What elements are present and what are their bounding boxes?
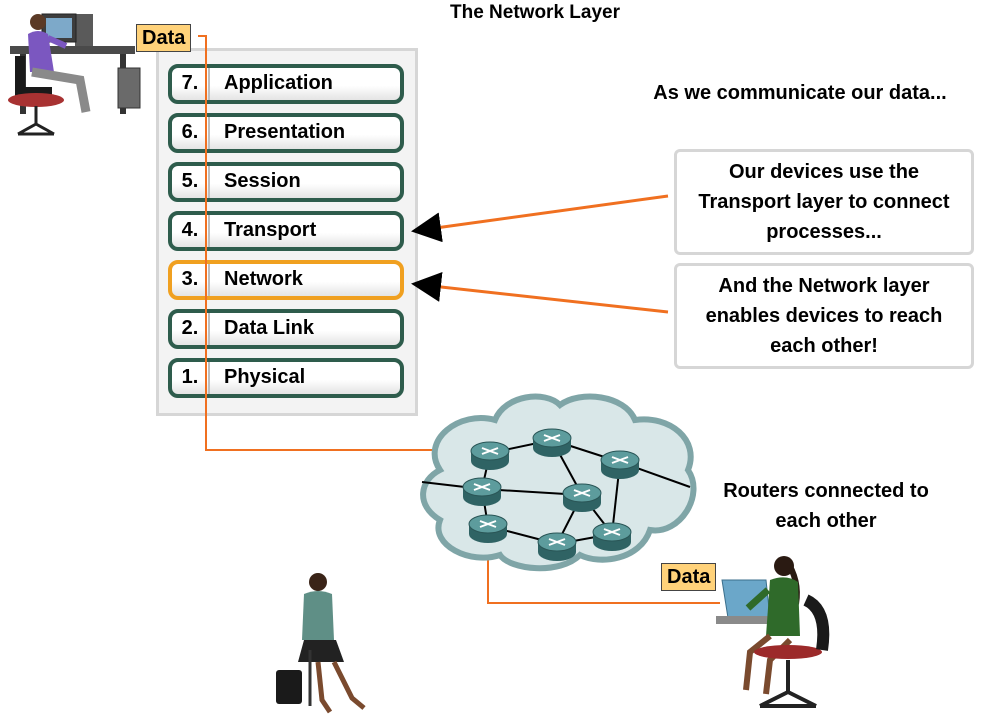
router-icon: [562, 483, 602, 513]
callout-transport-text: Our devices use the Transport layer to c…: [698, 161, 950, 243]
router-icon: [468, 514, 508, 544]
layer-application: 7. Application: [168, 64, 404, 104]
layer-name: Application: [224, 72, 333, 94]
transport-arrow: [411, 194, 669, 243]
layer-name: Session: [224, 170, 301, 192]
routers-label: Routers connected to each other: [723, 480, 929, 532]
router-icon: [470, 441, 510, 471]
router-icon: [600, 450, 640, 480]
person-at-desktop-icon: [8, 13, 141, 136]
layer-network: 3. Network: [168, 260, 404, 300]
layer-name: Data Link: [224, 317, 315, 339]
layer-presentation: 6. Presentation: [168, 113, 404, 153]
router-icon: [462, 477, 502, 507]
data-path-line: [198, 35, 720, 604]
network-arrow: [411, 272, 669, 314]
person-at-laptop-icon: [716, 556, 830, 708]
layer-name: Presentation: [224, 121, 346, 143]
layer-number: 2.: [172, 313, 210, 345]
layer-number: 5.: [172, 166, 210, 198]
callout-heading: As we communicate our data...: [653, 82, 947, 104]
router-icon: [532, 428, 572, 458]
callout-transport: Our devices use the Transport layer to c…: [674, 149, 974, 255]
layer-number: 4.: [172, 215, 210, 247]
layer-number: 6.: [172, 117, 210, 149]
layer-number: 3.: [172, 264, 210, 296]
data-tag-top: Data: [136, 24, 192, 52]
callout-network: And the Network layer enables devices to…: [674, 263, 974, 369]
layer-physical: 1. Physical: [168, 358, 404, 398]
router-icon: [592, 522, 632, 552]
layer-transport: 4. Transport: [168, 211, 404, 251]
layer-name: Transport: [224, 219, 317, 241]
person-with-phone-icon: [276, 573, 366, 714]
router-icon: [537, 532, 577, 562]
page-title: The Network Layer: [450, 2, 620, 23]
layer-number: 1.: [172, 362, 210, 394]
layer-name: Physical: [224, 366, 306, 388]
layer-data-link: 2. Data Link: [168, 309, 404, 349]
data-tag-bottom: Data: [661, 563, 717, 591]
layer-name: Network: [224, 268, 303, 290]
layer-session: 5. Session: [168, 162, 404, 202]
callout-network-text: And the Network layer enables devices to…: [705, 275, 943, 357]
layer-number: 7.: [172, 68, 210, 100]
